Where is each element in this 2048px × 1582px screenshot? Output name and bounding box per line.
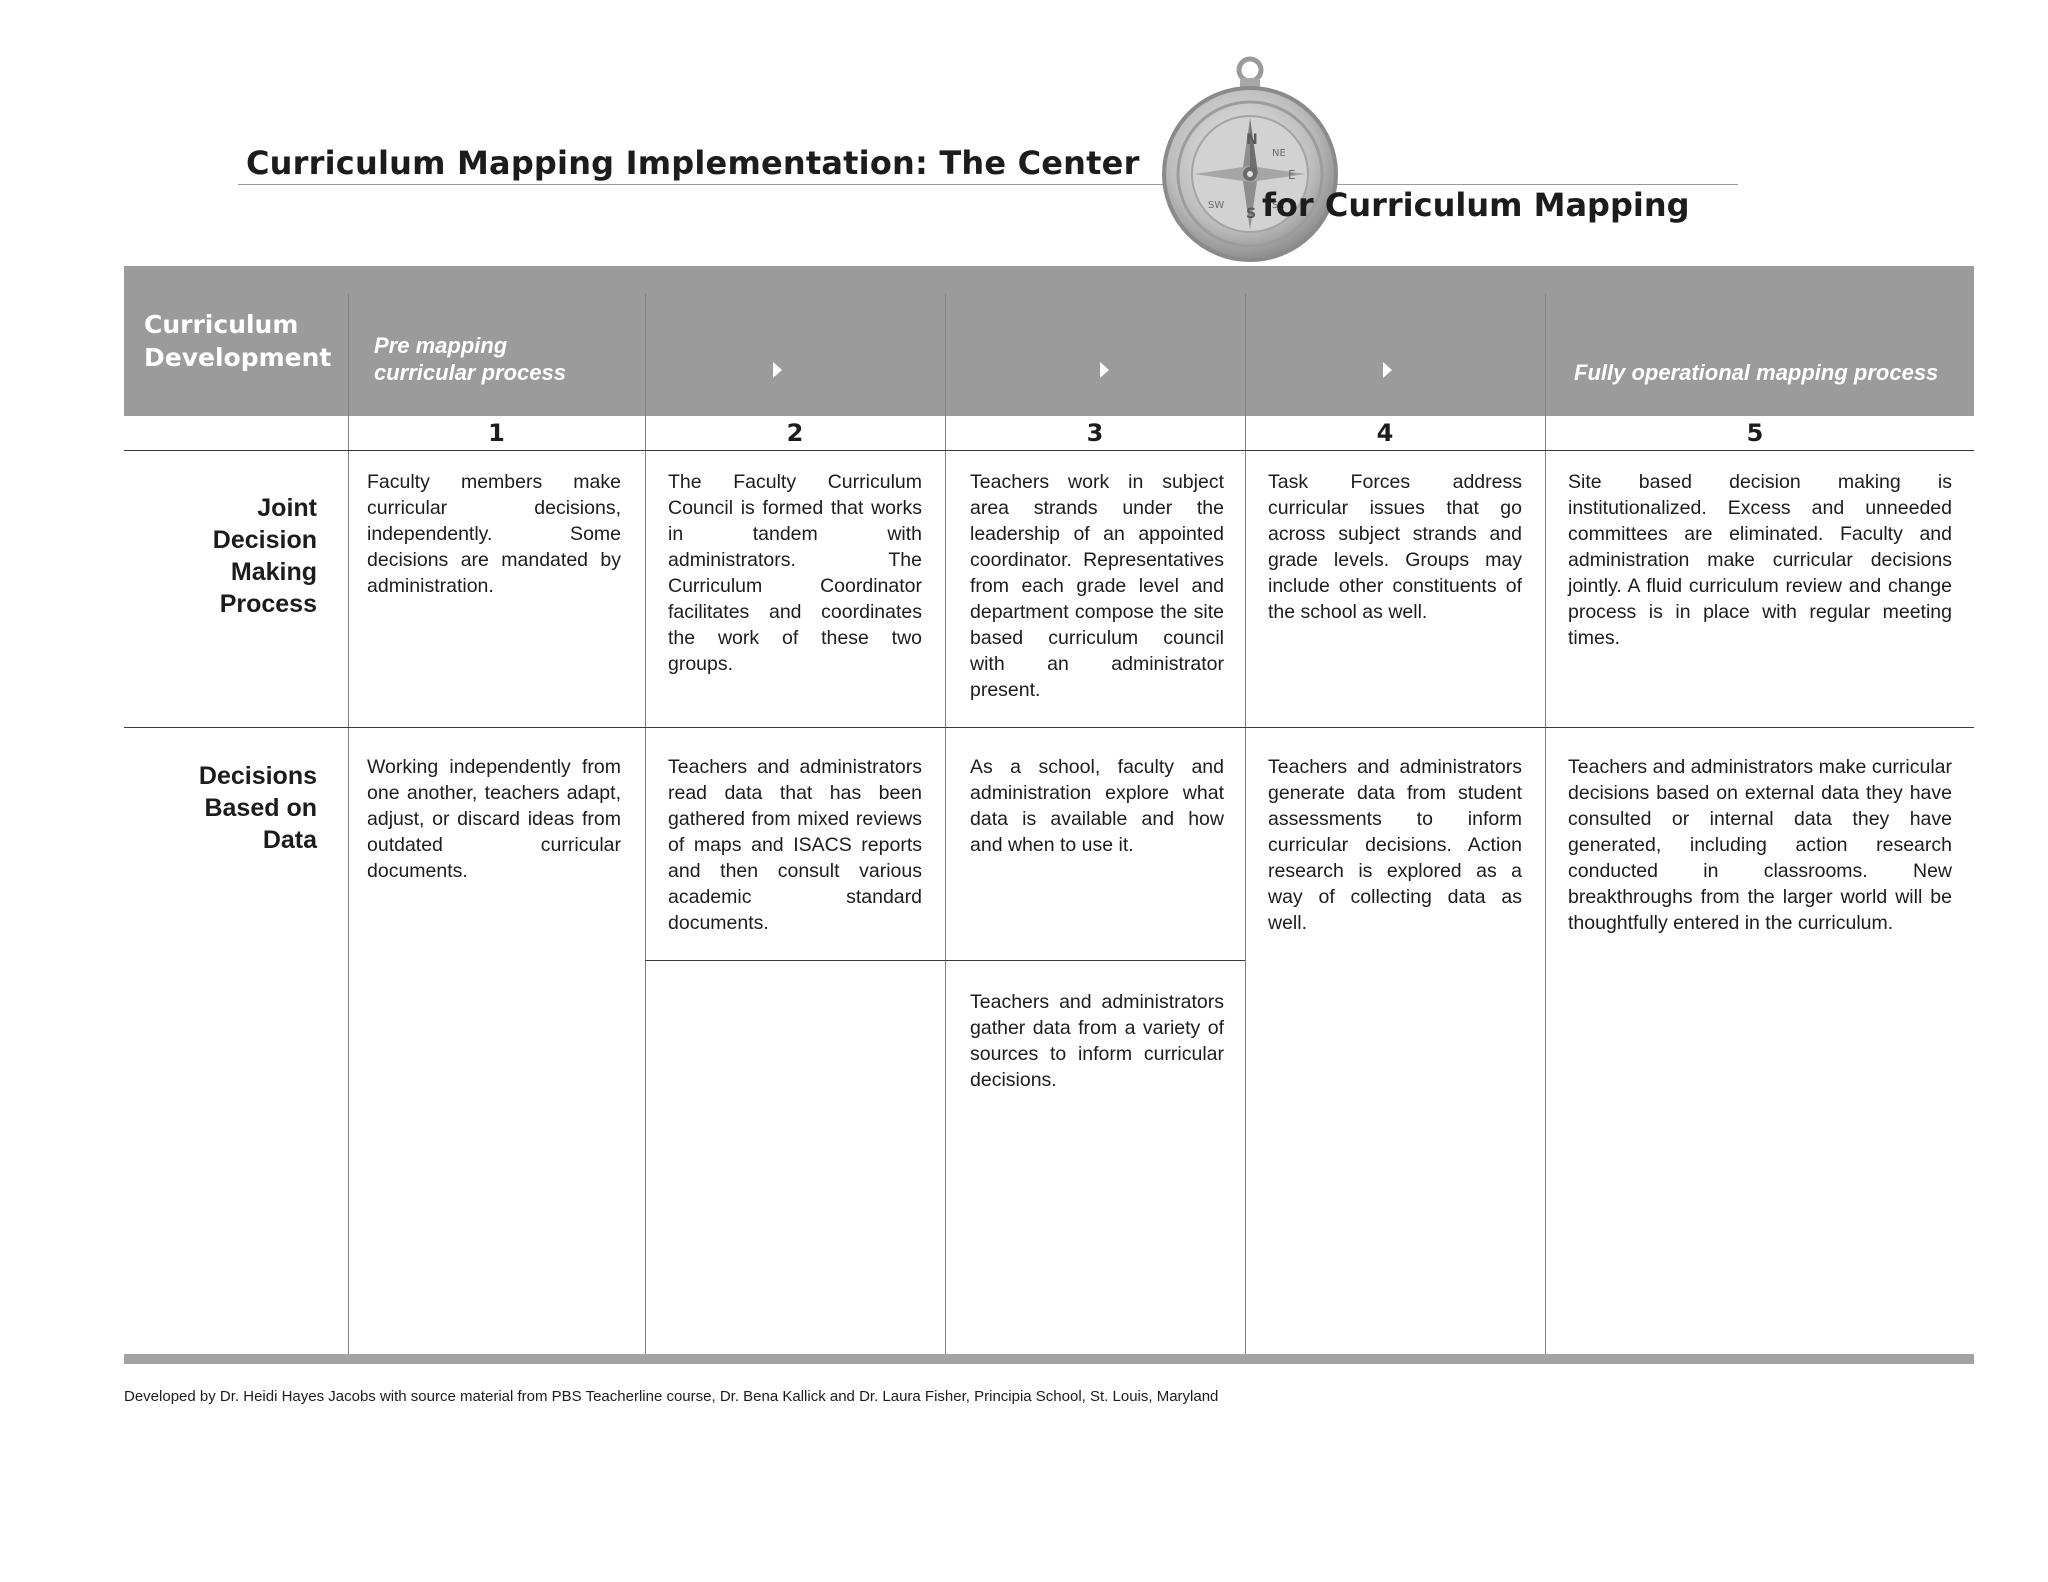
compass-letter: N: [1246, 132, 1258, 148]
triangle-right-icon: [1100, 362, 1109, 378]
column-divider: [348, 294, 349, 1354]
cell-joint-5: Site based decision making is institutio…: [1568, 471, 1952, 649]
compass-letter: E: [1288, 168, 1296, 182]
column-divider: [1245, 294, 1246, 1354]
stage-end-label: Fully operational mapping process: [1574, 360, 1939, 385]
triangle-right-icon: [1383, 362, 1392, 378]
column-divider: [1545, 294, 1546, 1354]
column-number: 4: [1376, 419, 1394, 447]
cell-data-4: Teachers and administrators generate dat…: [1268, 756, 1522, 934]
title-line-2: for Curriculum Mapping: [1262, 186, 1690, 224]
row-label-line: Joint: [257, 494, 317, 522]
header-band: [124, 266, 1974, 416]
header-title-line: Curriculum: [144, 310, 299, 339]
column-divider: [945, 294, 946, 1354]
row-label-line: Decisions: [198, 762, 317, 790]
column-number: 2: [786, 419, 804, 447]
row-label-line: Decision: [212, 526, 317, 554]
triangle-right-icon: [773, 362, 782, 378]
cell-joint-1: Faculty members make curricular decision…: [367, 471, 621, 597]
column-number: 1: [488, 419, 505, 447]
bottom-bar: [124, 1354, 1974, 1364]
row-label-joint-decision: Joint Decision Making Process: [213, 492, 317, 620]
stage-start-line: Pre mapping: [374, 333, 508, 358]
footer-credit: Developed by Dr. Heidi Hayes Jacobs with…: [124, 1388, 1219, 1405]
compass-icon: N NE E SE S SW: [1162, 56, 1338, 262]
row-rule: [124, 727, 1974, 728]
header-title: Curriculum Development: [144, 308, 344, 374]
row-label-decisions-data: Decisions Based on Data: [199, 760, 317, 856]
compass-letter: NE: [1272, 148, 1286, 159]
cell-joint-4: Task Forces address curricular issues th…: [1268, 471, 1522, 623]
cell-data-3b: Teachers and administrators gather data …: [970, 991, 1224, 1091]
column-divider: [645, 294, 646, 1354]
row-label-line: Making: [230, 558, 317, 586]
row-label-line: Based on: [204, 794, 317, 822]
stage-start-line: curricular process: [374, 360, 566, 385]
cell-data-3: As a school, faculty and administration …: [970, 756, 1224, 856]
cell-data-2: Teachers and administrators read data th…: [668, 756, 922, 934]
stage-start-label: Pre mapping curricular process: [374, 332, 566, 386]
title-line-1: Curriculum Mapping Implementation: The C…: [246, 144, 1140, 182]
compass-letter: S: [1246, 206, 1256, 222]
title-rule: [238, 184, 1738, 185]
column-number: 5: [1746, 419, 1764, 447]
cell-rule: [645, 960, 1245, 961]
cell-joint-2: The Faculty Curriculum Council is formed…: [668, 471, 922, 675]
cell-data-1: Working independently from one another, …: [367, 756, 621, 882]
compass-letter: SW: [1208, 200, 1224, 211]
row-label-line: Data: [262, 826, 317, 854]
cell-joint-3: Teachers work in subject area strands un…: [970, 471, 1224, 701]
row-label-line: Process: [219, 590, 317, 618]
row-rule: [124, 450, 1974, 451]
column-number: 3: [1086, 419, 1104, 447]
cell-data-5: Teachers and administrators make curricu…: [1568, 756, 1952, 934]
header-title-line: Development: [144, 343, 332, 372]
compass-letter: SE: [1272, 200, 1285, 211]
